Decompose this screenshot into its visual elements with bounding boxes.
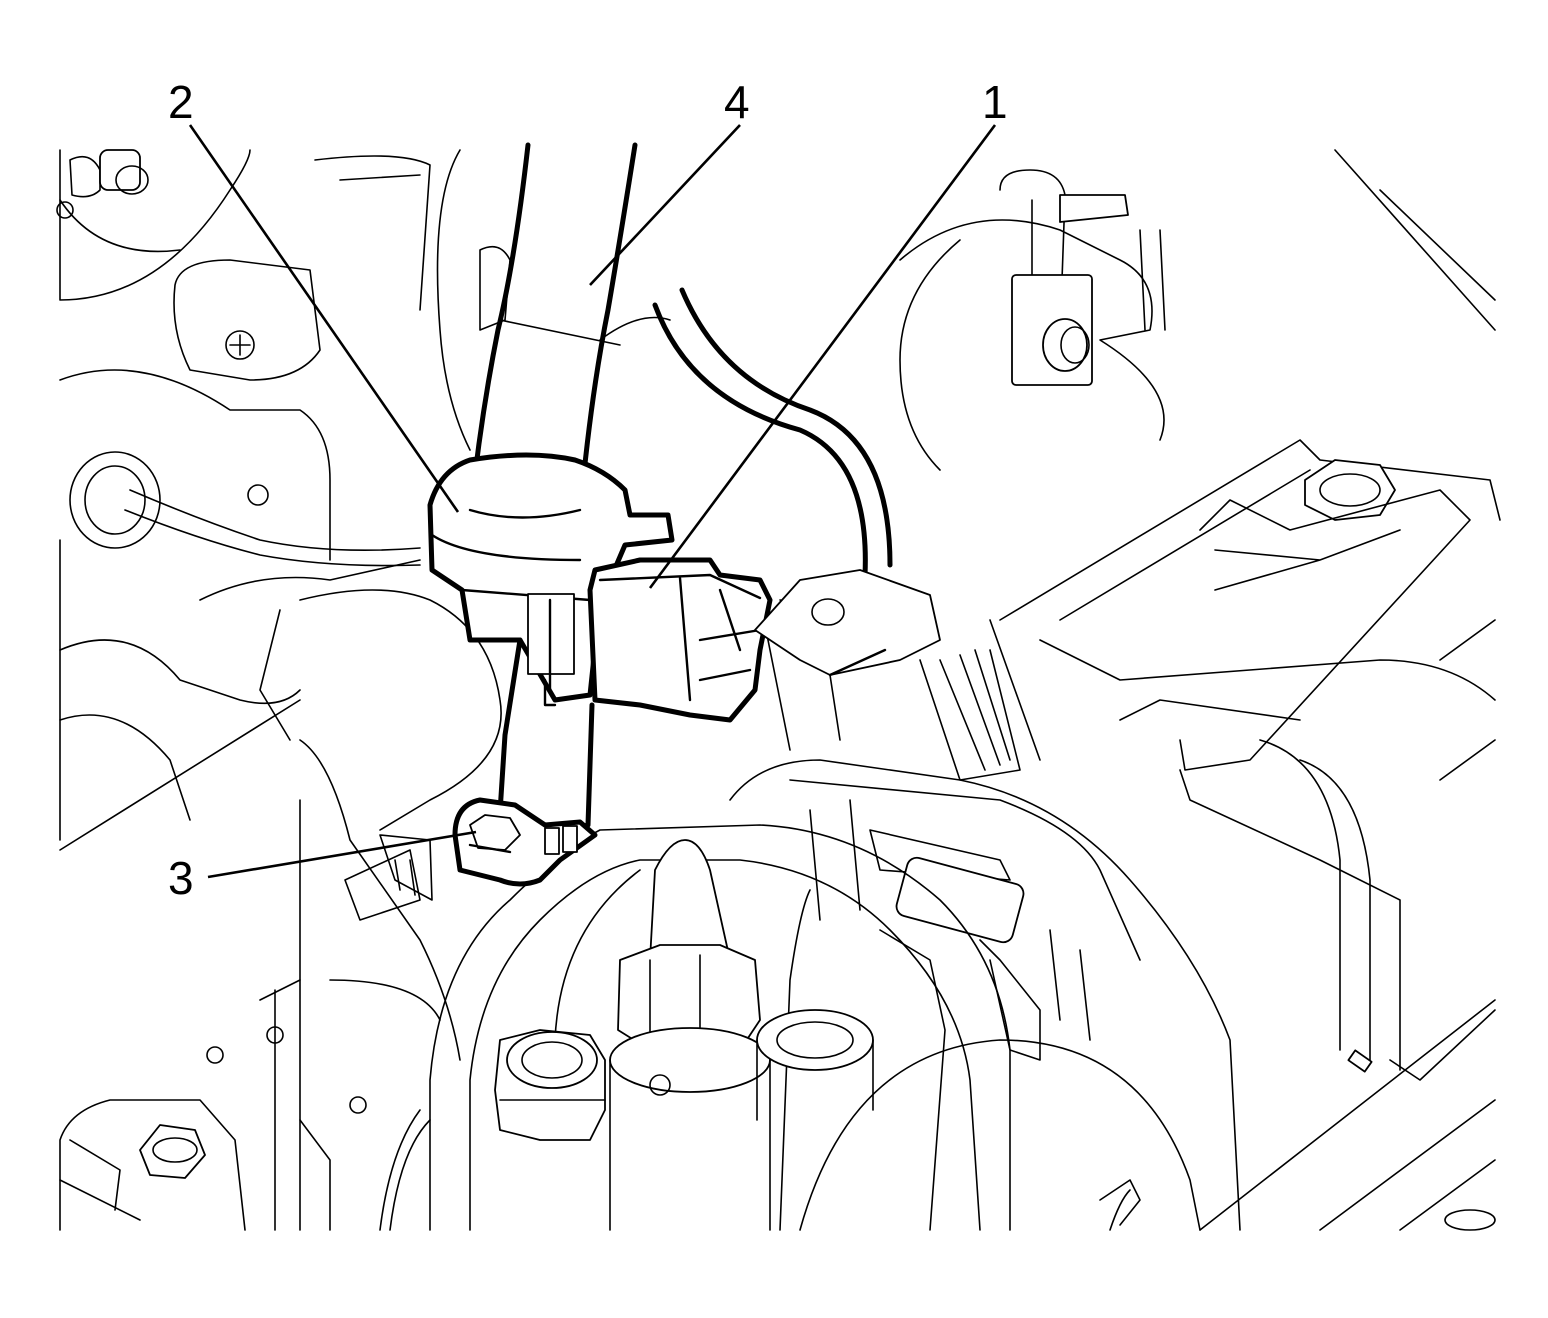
leader-line-4	[589, 124, 741, 286]
highlighted-components	[379, 142, 941, 901]
callout-label-2: 2	[168, 76, 194, 128]
callout-labels: 2 4 1 3	[168, 76, 1008, 904]
leader-line-2	[188, 124, 460, 513]
callout-label-4: 4	[724, 76, 750, 128]
mounting-tab	[754, 569, 941, 676]
wire-harness-outline	[652, 302, 868, 578]
background-engine-lineart	[56, 149, 1501, 1231]
hose-outline-right	[577, 142, 638, 518]
leader-line-1	[648, 124, 997, 589]
callout-leaders	[188, 124, 997, 879]
callout-label-3: 3	[168, 852, 194, 904]
callout-label-1: 1	[982, 76, 1008, 128]
leader-line-3	[207, 830, 477, 879]
